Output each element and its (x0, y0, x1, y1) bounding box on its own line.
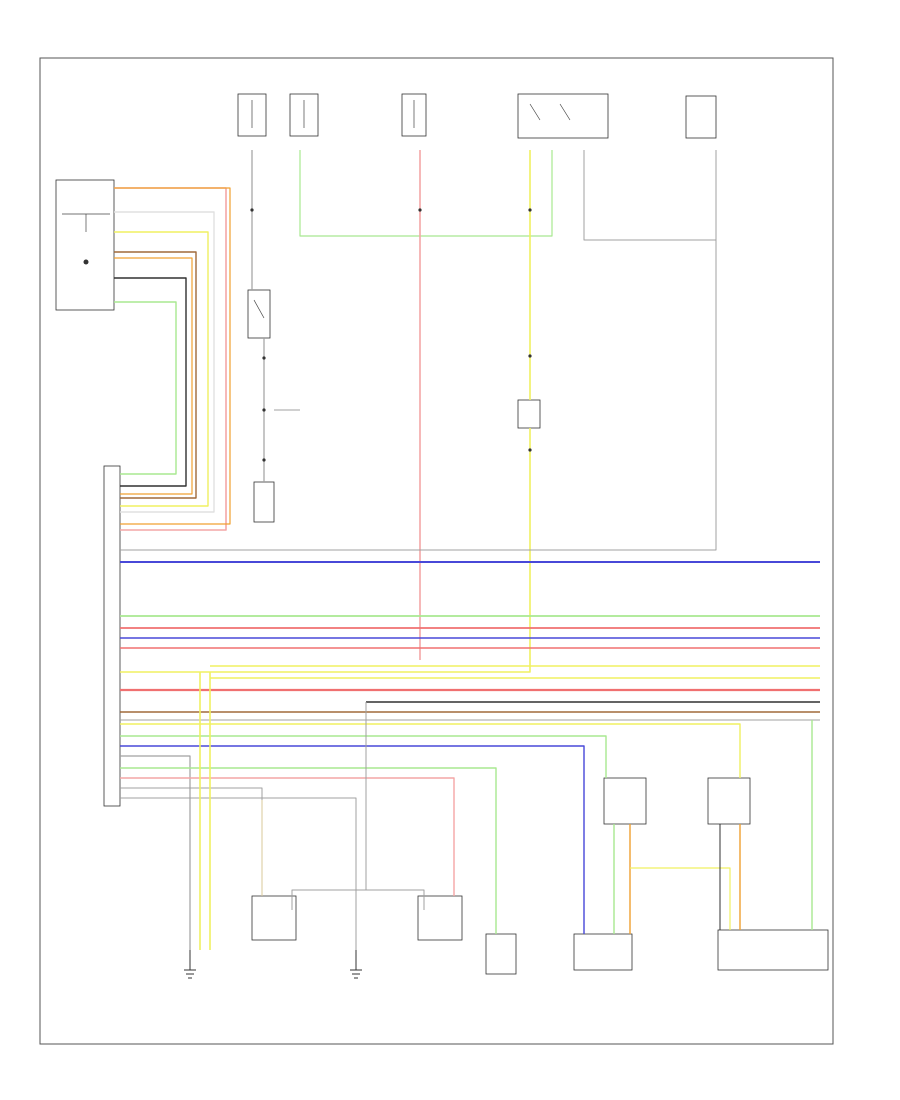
input-speed-sensor-b (707, 777, 751, 825)
wire-yellow (120, 428, 531, 673)
pcm-connector-block (103, 465, 121, 807)
splice-dot (262, 458, 266, 462)
ignition-switch (517, 93, 609, 139)
shift-solenoid-a (251, 895, 297, 941)
brake-pedal-switch (247, 289, 271, 339)
wire-green (114, 301, 177, 475)
overdrive-switch (253, 481, 275, 523)
wire-yellow (630, 867, 731, 930)
splice-dot (528, 208, 532, 212)
output-speed-sensor (573, 933, 633, 971)
transmission-range-sensor (485, 933, 517, 975)
wire-grey (120, 797, 357, 950)
fuse-block-top-right (685, 95, 717, 139)
wire-green (120, 735, 607, 778)
input-speed-sensor-a (603, 777, 647, 825)
wire-pink (114, 187, 227, 531)
wire-orange (114, 257, 193, 495)
splice-dot (262, 356, 266, 360)
wire-pink (120, 777, 455, 896)
wire-grey (583, 150, 717, 241)
wire-green (299, 150, 553, 237)
splice-dot (418, 208, 422, 212)
wire-yellow (120, 723, 741, 778)
wire-grey (291, 702, 367, 910)
splice-dot (250, 208, 254, 212)
wire-grey (120, 787, 263, 896)
wire-blue (120, 745, 585, 934)
diagram-frame (39, 57, 834, 1045)
junction-block-mid (517, 399, 541, 429)
wires-layer (114, 150, 820, 950)
wire-grey (366, 889, 425, 910)
splice-dot (528, 354, 532, 358)
fuse-block-top-mid (401, 93, 427, 137)
fuse-block-top-left (237, 93, 319, 137)
wire-yellow (114, 231, 209, 507)
shift-solenoid-b (417, 895, 463, 941)
shift-lock-module (55, 179, 115, 311)
wire-black (114, 277, 187, 487)
wire-grey (120, 150, 717, 551)
wire-brown (114, 251, 197, 499)
ground-right (350, 950, 362, 979)
ground-left (184, 950, 196, 979)
transmission-fluid-temp-sensor (717, 929, 829, 971)
splice-dot (262, 408, 266, 412)
splice-dot (528, 448, 532, 452)
wire-orange (114, 187, 231, 525)
wire-white (114, 211, 215, 513)
wire-green (120, 767, 497, 934)
wire-grey (120, 755, 191, 950)
